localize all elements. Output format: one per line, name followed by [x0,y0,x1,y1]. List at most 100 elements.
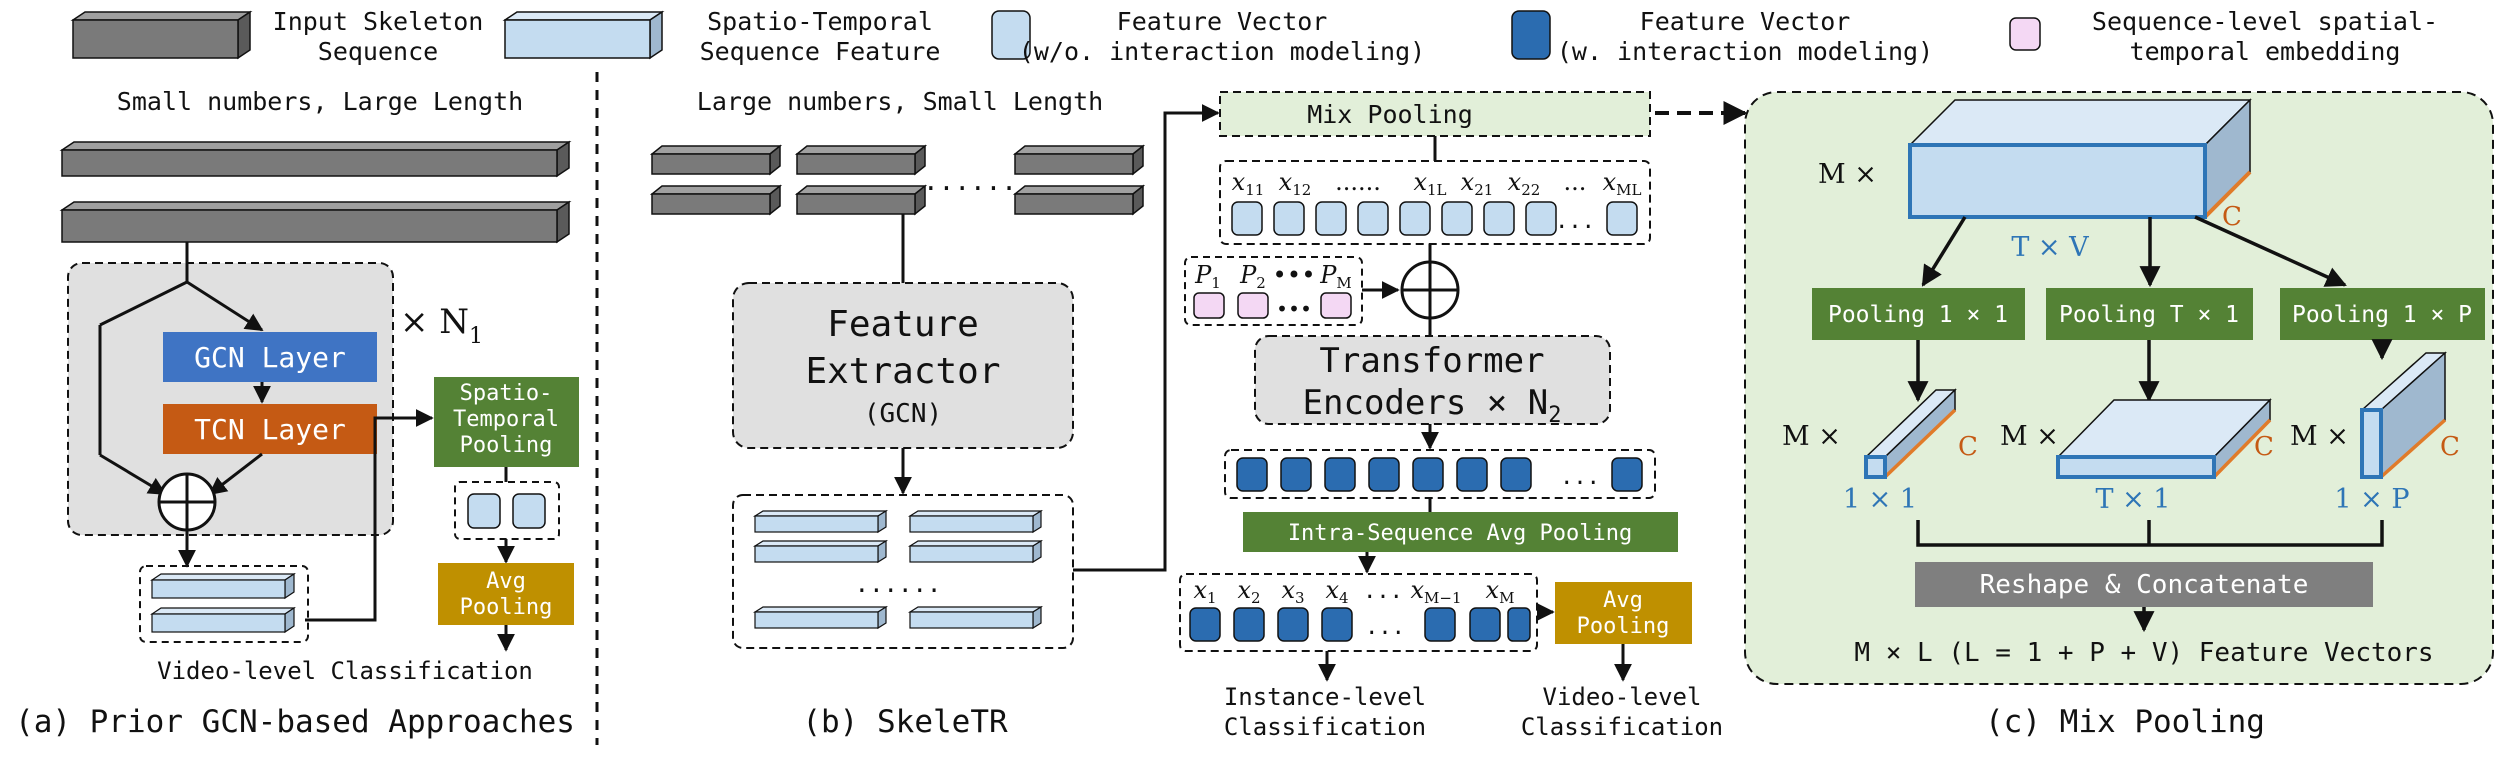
panel-b-skeletons [649,144,1146,216]
panel-a-gcn-block [67,262,394,536]
panel-b-avg-pooling-label: Avg [1603,588,1643,613]
legend-fv-inter-label-2: (w. interaction modeling) [1557,37,1933,66]
svg-text:x12: x12 [1279,168,1312,199]
mix-pooling-label: Mix Pooling [1307,100,1473,129]
feature-extractor-label-2: Extractor [805,351,1000,392]
legend-seq-embed-label: Sequence-level spatial- [2092,7,2438,36]
svg-text:x2: x2 [1237,576,1260,607]
big-cube-m-label: M × [1818,159,1877,190]
pooled-1xp-m-label: M × [2290,421,2349,452]
svg-text:......: ...... [1335,168,1381,196]
legend-fv-inter-icon [1511,10,1551,60]
pool-tx1-label: Pooling T × 1 [2059,302,2239,328]
tcn-layer-label: TCN Layer [194,413,346,446]
svg-text:•••: ••• [1276,297,1312,321]
panel-b-st-features [752,509,1044,630]
pool-tx1-box [2046,288,2253,340]
pooled-1x1-c-label: C [1958,432,1978,462]
legend-st-feature-icon [502,10,665,60]
instance-token-group [1179,573,1538,652]
panel-b-feature-dots: ...... [855,570,942,598]
panel-b-caption: (b) SkeleTR [802,704,1008,740]
svg-text:x22: x22 [1508,168,1541,199]
pooled-1x1-label: 1 × 1 [1843,484,1917,515]
pooled-cube-1x1 [1864,388,1957,479]
st-pooling-label: Spatio- [460,381,553,406]
video-output-label-2: Classification [1521,713,1723,741]
pool-1xp-label: Pooling 1 × P [2292,302,2472,328]
panel-a-header: Small numbers, Large Length [117,87,523,116]
mix-pooling-box [1219,91,1651,137]
mixed-token-vectors: ... [1231,201,1638,236]
legend-skeleton-label: Input Skeleton [273,7,484,36]
legend-skeleton-icon [70,10,253,60]
svg-text:x1: x1 [1193,576,1216,607]
panel-b-avg-pooling-box [1555,582,1692,644]
transformer-encoders-box [1254,335,1611,425]
svg-text:...: ... [1365,615,1405,640]
panel-b-header: Large numbers, Small Length [697,87,1103,116]
legend-skeleton-label-2: Sequence [318,37,438,66]
panel-a-feature-vector [467,493,501,529]
tcn-layer-box [163,404,377,454]
svg-text:...: ... [1560,465,1600,490]
panel-a-skeleton-bar [59,200,572,244]
panel-a-st-feature [150,572,296,600]
mix-pooling-panel [1744,91,2494,685]
encoded-token-vectors: ... [1236,457,1643,492]
legend-st-feature-label-2: Sequence Feature [700,37,941,66]
feature-extractor-label-3: (GCN) [864,399,942,429]
svg-text:x3: x3 [1281,576,1304,607]
panel-a: Small numbers, Large Length GCN Layer TC… [15,87,579,740]
transformer-label-2: Encoders × N2 [1303,383,1562,428]
pooled-cube-tx1 [2056,398,2272,479]
svg-text:x1L: x1L [1413,168,1446,199]
panel-c: M × C T × V Pooling 1 × 1 Pooling T × 1 … [1744,91,2494,740]
legend: Input Skeleton Sequence Spatio-Temporal … [70,7,2438,66]
gcn-layer-box [163,332,377,382]
transformer-label: Transformer [1319,341,1544,381]
panel-a-repeat: × N1 [400,302,483,349]
svg-text:...: ... [1555,209,1595,234]
video-output-label: Video-level [1543,683,1702,711]
panel-a-output-label: Video-level Classification [157,657,533,685]
svg-text:...: ... [1363,579,1403,604]
instance-output-label: Instance-level [1224,683,1426,711]
panel-b-add-icon [1400,260,1460,320]
panel-a-caption: (a) Prior GCN-based Approaches [15,704,575,740]
svg-text:PM: PM [1319,261,1352,292]
position-embedding-vectors: ••• [1193,292,1352,321]
panel-a-skeleton-bar [59,140,572,178]
big-cube-tv-label: T × V [2011,232,2089,263]
panel-a-feature-group [139,565,309,643]
st-pooling-label-3: Pooling [460,433,553,458]
svg-text:xM: xM [1486,576,1515,607]
pool-1x1-label: Pooling 1 × 1 [1828,302,2008,328]
intra-sequence-pooling-box [1243,512,1678,552]
svg-text:...: ... [1564,168,1587,196]
gcn-layer-label: GCN Layer [194,341,346,374]
legend-seq-embed-label-2: temporal embedding [2130,37,2401,66]
svg-text:x11: x11 [1232,168,1265,199]
svg-text:x4: x4 [1325,576,1348,607]
svg-text:xM−1: xM−1 [1410,576,1461,607]
instance-token-labels: x1 x2 x3 x4 ... xM−1 xM [1193,576,1514,607]
pooled-tx1-m-label: M × [2000,421,2059,452]
big-feature-cube [1908,98,2252,219]
pooled-1x1-m-label: M × [1782,421,1841,452]
legend-seq-embed-icon [2009,17,2041,51]
panel-b: Large numbers, Small Length ...... [649,87,1748,741]
pooled-1xp-c-label: C [2440,432,2460,462]
svg-text:xML: xML [1603,168,1642,199]
panel-c-caption: (c) Mix Pooling [1985,704,2265,740]
svg-text:x21: x21 [1461,168,1494,199]
feature-extractor-label: Feature [827,304,979,345]
pool-1xp-box [2280,288,2485,340]
pooled-cube-1xp [2360,351,2447,479]
panel-a-add-icon [157,472,217,532]
st-pooling-box [434,377,579,467]
mixed-token-group [1219,160,1651,245]
pool-1x1-box [1812,288,2025,340]
panel-a-st-feature [150,606,296,634]
